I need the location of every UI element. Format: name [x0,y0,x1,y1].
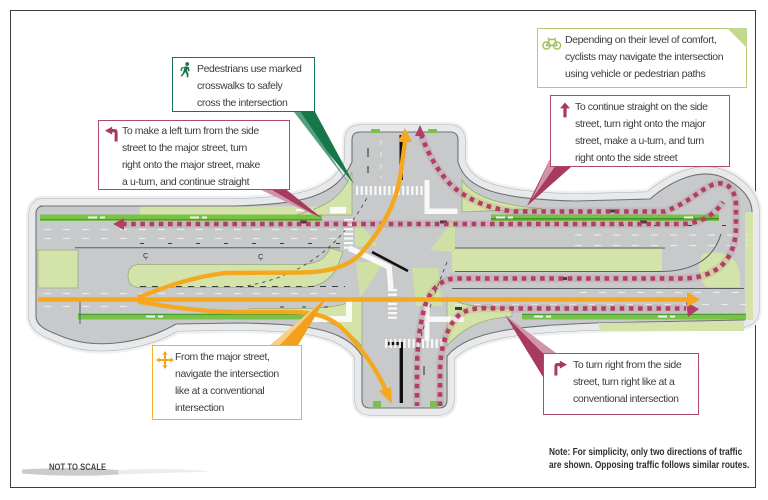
svg-text:Ç: Ç [143,251,149,260]
svg-text:Ç: Ç [258,252,264,261]
